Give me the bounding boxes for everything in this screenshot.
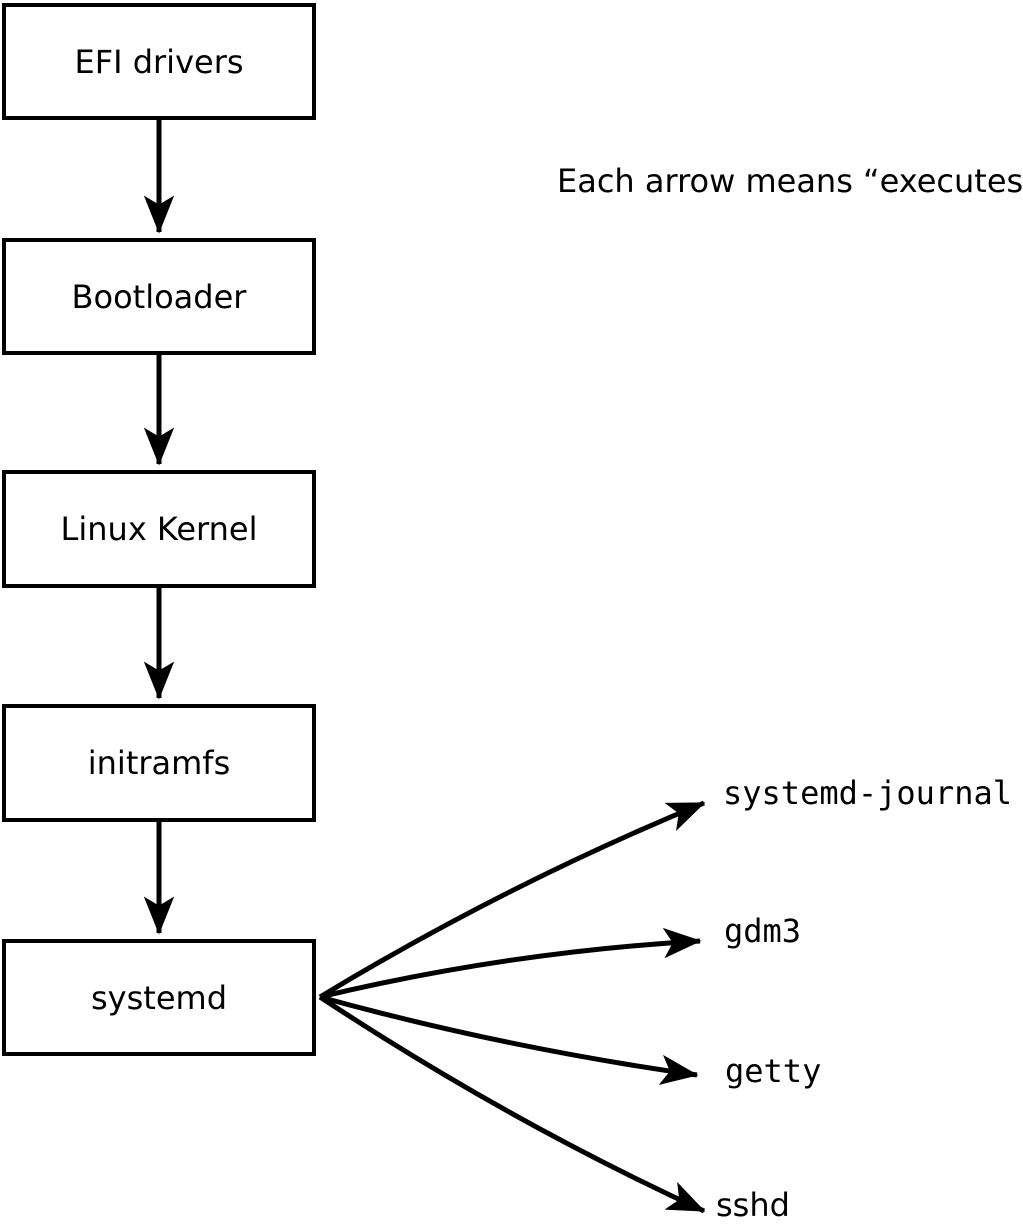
node-linux-kernel: Linux Kernel	[2, 470, 316, 588]
leaf-sshd: sshd	[716, 1186, 790, 1224]
leaf-gdm3: gdm3	[724, 912, 802, 950]
node-systemd-label: systemd	[91, 978, 227, 1017]
node-linux-kernel-label: Linux Kernel	[60, 510, 258, 548]
node-efi-drivers-label: EFI drivers	[74, 42, 244, 81]
node-initramfs: initramfs	[2, 704, 316, 822]
node-initramfs-label: initramfs	[87, 744, 231, 782]
edge-systemd-to-getty	[319, 994, 699, 1085]
edge-systemd-to-gdm3	[319, 927, 702, 1000]
node-bootloader: Bootloader	[2, 238, 316, 355]
edge-systemd-to-sshd	[318, 994, 706, 1214]
leaf-systemd-journal: systemd-journal	[723, 774, 1012, 812]
edge-systemd-to-journal	[318, 800, 706, 1000]
arrow-meaning-note: Each arrow means “executes”.	[557, 162, 1023, 200]
node-bootloader-label: Bootloader	[71, 277, 247, 316]
leaf-getty: getty	[725, 1052, 822, 1090]
node-efi-drivers: EFI drivers	[2, 3, 316, 120]
node-systemd: systemd	[2, 939, 316, 1056]
